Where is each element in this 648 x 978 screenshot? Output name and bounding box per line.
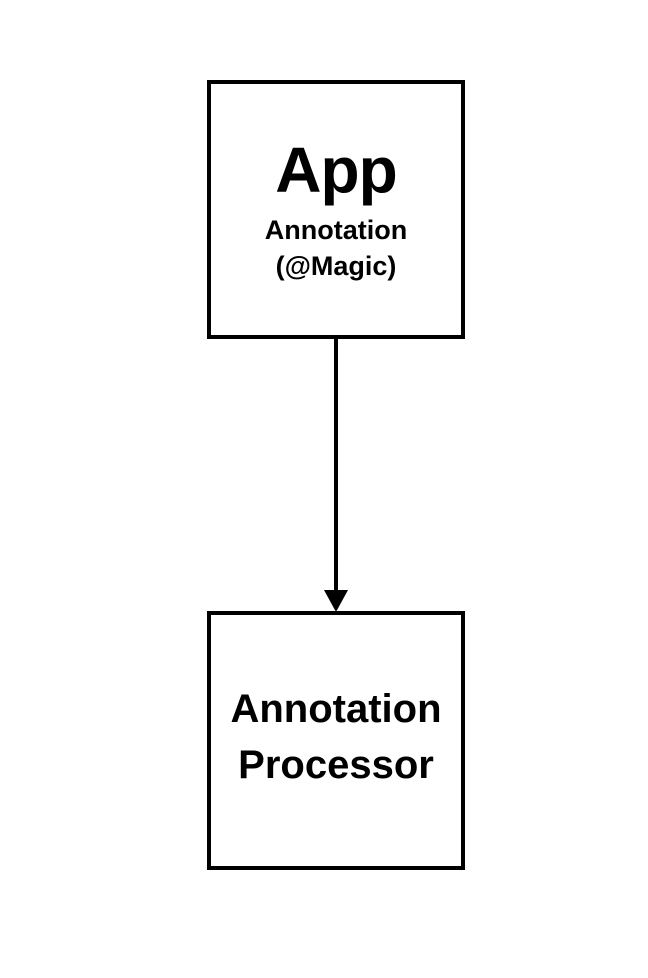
app-node-subtitle: Annotation (@Magic) [264, 214, 408, 281]
annotation-processor-node: Annotation Processor [207, 611, 465, 870]
annotation-processor-label: Annotation Processor [230, 686, 442, 787]
app-node: App Annotation (@Magic) [207, 80, 465, 339]
app-node-title: App [275, 133, 397, 206]
arrowhead-icon [324, 590, 348, 612]
